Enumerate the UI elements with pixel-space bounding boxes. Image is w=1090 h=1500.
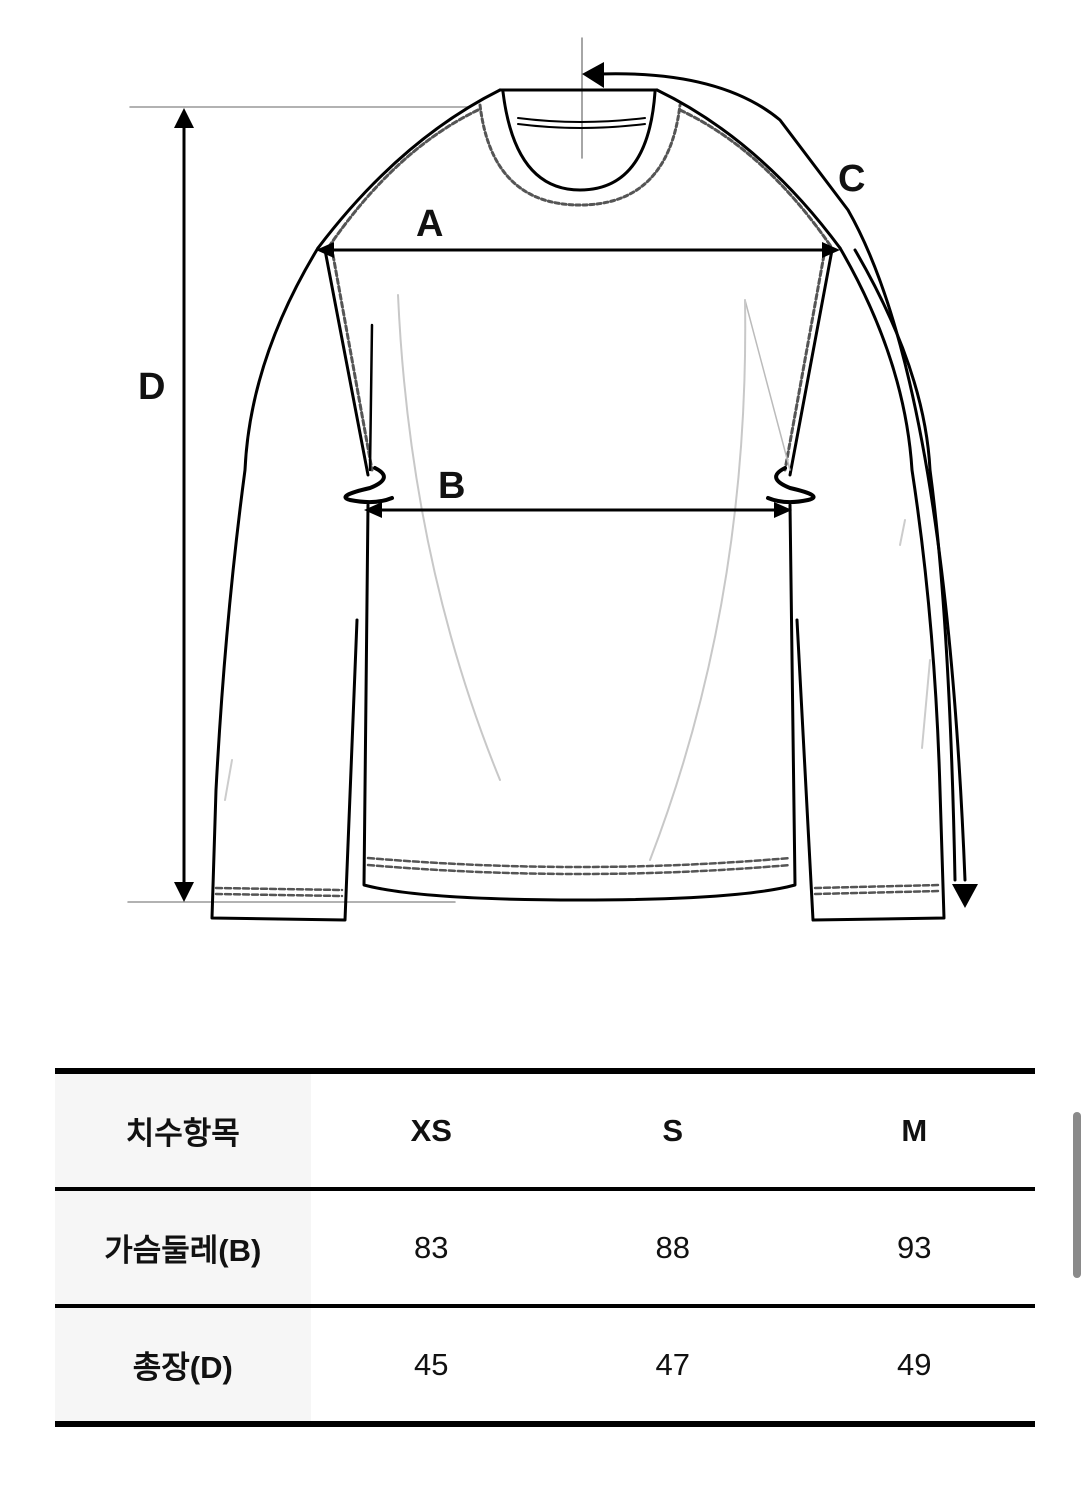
- size-table: 치수항목 XS S M 가슴둘레(B) 83 88 93 총장(D) 45 47…: [55, 1068, 1035, 1427]
- header-size-s: S: [662, 1112, 684, 1148]
- label-a: A: [416, 203, 444, 245]
- cell-chest-xs: 83: [414, 1229, 449, 1265]
- shirt-sketch: [127, 37, 978, 922]
- cell-chest-s: 88: [655, 1229, 690, 1265]
- garment-diagram: A B C D: [127, 37, 978, 922]
- header-size-m: M: [901, 1112, 928, 1148]
- header-size-xs: XS: [410, 1112, 452, 1148]
- header-label-cell: 치수항목: [55, 1071, 311, 1189]
- cell-length-m: 49: [897, 1346, 932, 1382]
- cell-chest-m: 93: [897, 1229, 932, 1265]
- label-d: D: [138, 366, 166, 408]
- cell-length-s: 47: [655, 1346, 690, 1382]
- table-header-row: 치수항목 XS S M: [55, 1071, 1035, 1189]
- row-label-chest: 가슴둘레(B): [55, 1189, 311, 1306]
- table-row: 총장(D) 45 47 49: [55, 1306, 1035, 1424]
- table-row: 가슴둘레(B) 83 88 93: [55, 1189, 1035, 1306]
- label-c: C: [838, 158, 866, 200]
- row-label-length: 총장(D): [55, 1306, 311, 1424]
- label-b: B: [438, 465, 466, 507]
- vertical-scrollbar[interactable]: [1073, 1112, 1081, 1278]
- cell-length-xs: 45: [414, 1346, 449, 1382]
